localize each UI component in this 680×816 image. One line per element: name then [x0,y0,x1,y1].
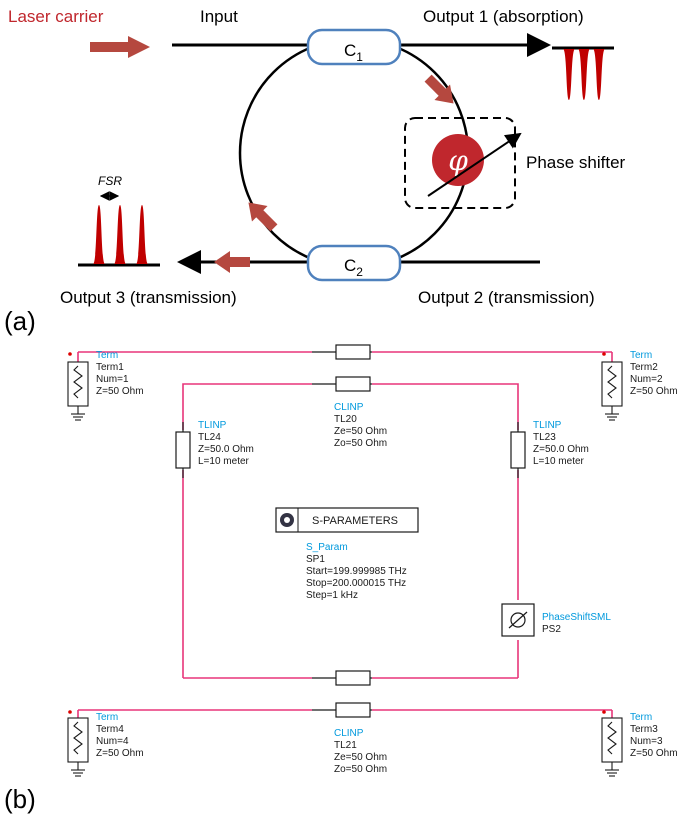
tlinp-left-labels: TLINP TL24 Z=50.0 Ohm L=10 meter [198,420,254,467]
ring-arrow-left-icon [248,202,278,232]
svg-text:Term2: Term2 [630,362,658,373]
svg-text:TL23: TL23 [533,432,556,443]
output1-label: Output 1 (absorption) [423,7,584,26]
ring-arrow-top-icon [424,74,454,104]
tlinp-left [175,422,191,478]
svg-text:Term: Term [96,712,118,723]
svg-text:PhaseShiftSML: PhaseShiftSML [542,612,611,623]
phase-shifter-label: Phase shifter [526,153,626,172]
svg-text:CLINP: CLINP [334,728,364,739]
svg-text:TL20: TL20 [334,414,357,425]
phase-shift-component [501,603,535,637]
term2-symbol [601,361,623,421]
svg-text:L=10 meter: L=10 meter [198,456,250,467]
svg-text:Z=50 Ohm: Z=50 Ohm [630,386,678,397]
svg-text:Term3: Term3 [630,724,658,735]
svg-text:TL21: TL21 [334,740,357,751]
svg-text:Term4: Term4 [96,724,124,735]
svg-text:C2: C2 [344,256,363,279]
sparams-title: S-PARAMETERS [312,515,398,527]
svg-text:TLINP: TLINP [198,420,227,431]
svg-text:Zo=50 Ohm: Zo=50 Ohm [334,764,387,775]
phi-symbol: φ [448,144,468,177]
svg-text:Z=50.0 Ohm: Z=50.0 Ohm [198,444,254,455]
svg-text:TLINP: TLINP [533,420,562,431]
svg-text:PS2: PS2 [542,624,561,635]
svg-text:Term: Term [630,350,652,361]
input-label: Input [200,7,238,26]
svg-text:Z=50 Ohm: Z=50 Ohm [96,386,144,397]
phase-shifter-circle [432,134,484,186]
term1-labels: Term Term1 Num=1 Z=50 Ohm [96,350,144,397]
svg-text:Start=199.999985 THz: Start=199.999985 THz [306,566,407,577]
panel-a-label: (a) [4,306,36,336]
term2-labels: Term Term2 Num=2 Z=50 Ohm [630,350,678,397]
svg-text:Term: Term [96,350,118,361]
svg-text:Term: Term [630,712,652,723]
clinp-top [312,344,372,392]
coupler-c1 [306,28,402,66]
svg-text:Z=50.0 Ohm: Z=50.0 Ohm [533,444,589,455]
svg-text:Num=1: Num=1 [96,374,129,385]
coupler-c1-sub: 1 [356,50,363,64]
term3-labels: Term Term3 Num=3 Z=50 Ohm [630,712,678,759]
svg-text:Ze=50 Ohm: Ze=50 Ohm [334,752,387,763]
fsr-label: FSR [98,174,122,188]
tlinp-right-labels: TLINP TL23 Z=50.0 Ohm L=10 meter [533,420,589,467]
svg-text:Num=2: Num=2 [630,374,663,385]
schematic-wires [77,351,613,718]
svg-text:Term1: Term1 [96,362,124,373]
coupler-c2-label: C [344,256,356,275]
panel-b-label: (b) [4,784,36,814]
panel-a: C1 C2 φ Laser carrier Input Output 1 (ab… [4,7,626,336]
sparams-gear-icon [280,513,294,527]
clinp-top-labels: CLINP TL20 Ze=50 Ohm Zo=50 Ohm [334,402,387,449]
svg-text:TL24: TL24 [198,432,221,443]
phaseshift-labels: PhaseShiftSML PS2 [542,612,611,635]
svg-text:Z=50 Ohm: Z=50 Ohm [96,748,144,759]
svg-text:Zo=50 Ohm: Zo=50 Ohm [334,438,387,449]
absorption-spectrum [552,46,614,100]
sparams-labels: S_Param SP1 Start=199.999985 THz Stop=20… [306,542,407,601]
svg-text:Num=4: Num=4 [96,736,129,747]
output-arrow-icon [214,251,250,273]
svg-text:L=10 meter: L=10 meter [533,456,585,467]
phase-shifter-box [404,117,516,209]
laser-carrier-label: Laser carrier [8,7,104,26]
coupler-c2-sub: 2 [356,265,363,279]
panel-b: S-PARAMETERS Term Term1 Num=1 Z=50 Ohm T… [4,344,678,814]
svg-text:Z=50 Ohm: Z=50 Ohm [630,748,678,759]
output2-label: Output 2 (transmission) [418,288,595,307]
clinp-bottom [312,670,372,718]
svg-text:CLINP: CLINP [334,402,364,413]
sparams-block: S-PARAMETERS [275,507,419,533]
svg-text:Step=1 kHz: Step=1 kHz [306,590,358,601]
svg-text:C1: C1 [344,41,363,64]
output3-label: Output 3 (transmission) [60,288,237,307]
transmission-spectrum: FSR [78,174,160,267]
laser-arrow-icon [90,36,150,58]
term1-symbol [67,361,89,421]
svg-text:Num=3: Num=3 [630,736,663,747]
clinp-bottom-labels: CLINP TL21 Ze=50 Ohm Zo=50 Ohm [334,728,387,775]
term4-symbol [67,717,89,777]
svg-text:Ze=50 Ohm: Ze=50 Ohm [334,426,387,437]
svg-text:Stop=200.000015 THz: Stop=200.000015 THz [306,578,406,589]
coupler-c2 [306,244,402,282]
term3-symbol [601,717,623,777]
coupler-c1-label: C [344,41,356,60]
svg-text:SP1: SP1 [306,554,325,565]
tlinp-right [510,422,526,478]
term4-labels: Term Term4 Num=4 Z=50 Ohm [96,712,144,759]
svg-text:S_Param: S_Param [306,542,348,553]
